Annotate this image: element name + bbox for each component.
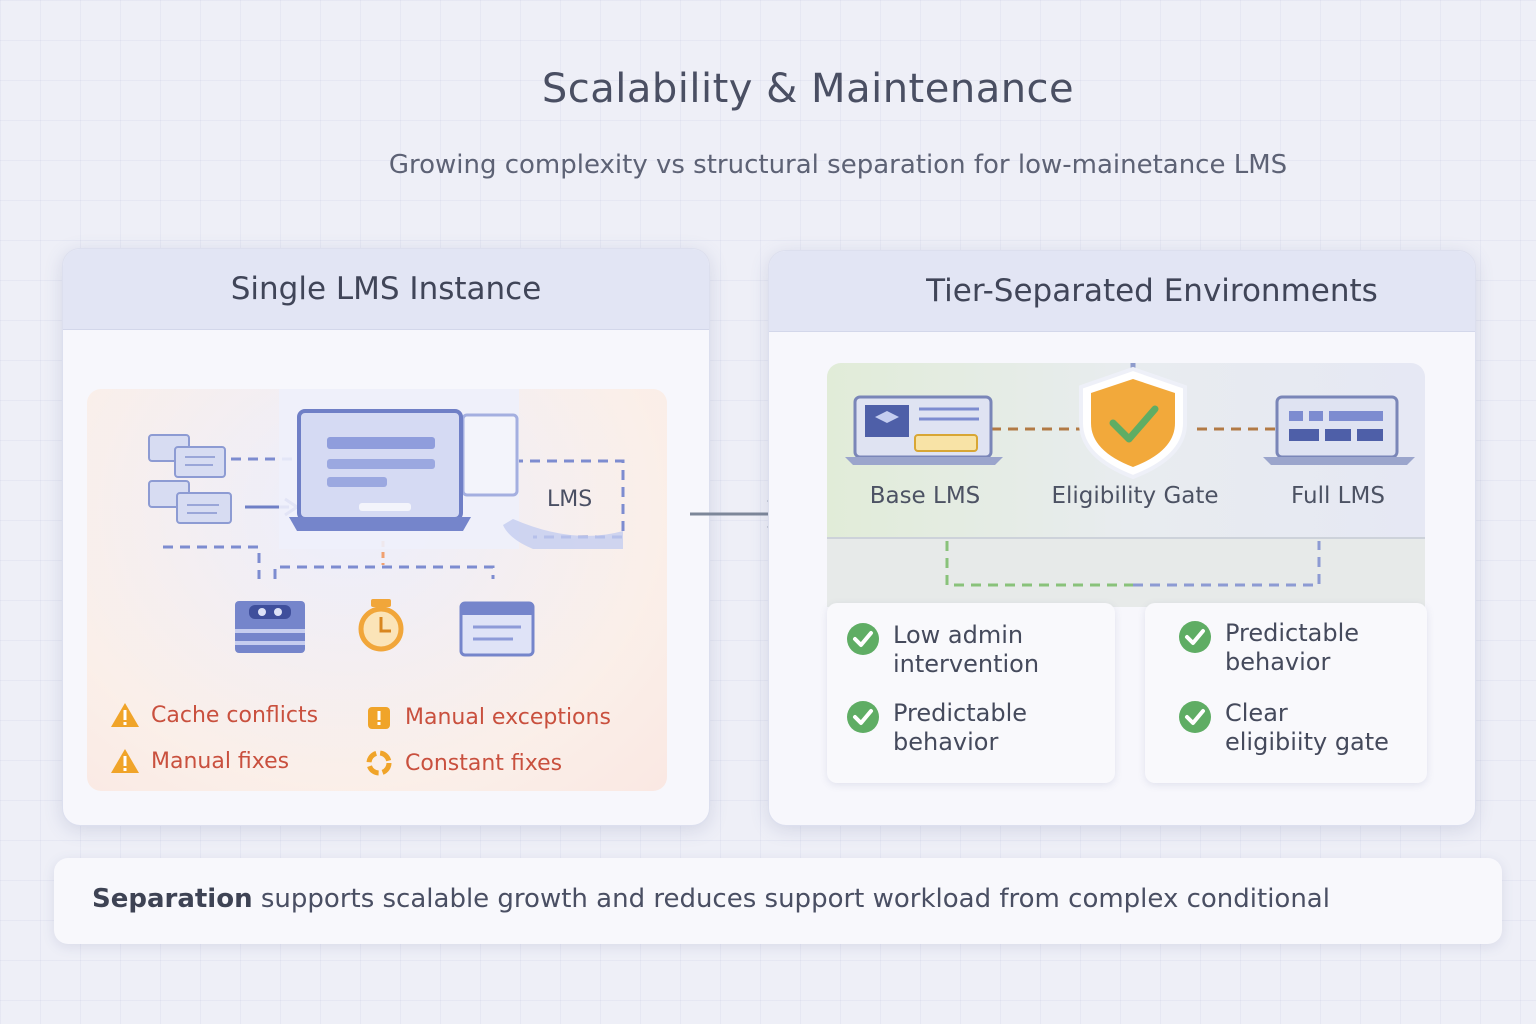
warning-icon: [111, 749, 139, 773]
issue-cache-conflicts: Cache conflicts: [109, 701, 318, 729]
shield-check-icon: [1079, 366, 1187, 480]
node-label-full-lms: Full LMS: [1291, 483, 1385, 509]
issue-constant-fixes: Constant fixes: [363, 749, 562, 777]
node-label-base-lms: Base LMS: [869, 483, 981, 509]
panel-header: Tier-Separated Environments: [769, 251, 1475, 332]
page-subtitle: Growing complexity vs structural separat…: [388, 150, 1288, 180]
check-circle-icon: [1179, 621, 1211, 653]
benefit-item: Predictable behavior: [845, 699, 1027, 757]
browser-window-icon: [459, 601, 535, 657]
warning-icon: [111, 703, 139, 727]
summary-emphasis: Separation: [92, 884, 253, 914]
single-lms-panel: Single LMS Instance: [62, 248, 710, 826]
monitor-icon: [279, 389, 623, 549]
issue-manual-exceptions: Manual exceptions: [363, 703, 611, 731]
benefit-item: Low admin intervention: [845, 621, 1039, 679]
summary-footer: Separation supports scalable growth and …: [54, 858, 1502, 944]
summary-body: supports scalable growth and reduces sup…: [252, 884, 1330, 914]
summary-text: Separation supports scalable growth and …: [92, 884, 1330, 914]
issue-label: Manual exceptions: [405, 704, 611, 730]
panel-title: Tier-Separated Environments: [926, 273, 1378, 309]
benefit-item: Clear eligibiity gate: [1177, 699, 1389, 757]
document-stack-icon: [148, 434, 232, 524]
tier-flow-diagram: [845, 363, 1415, 587]
panel-title: Single LMS Instance: [230, 271, 542, 307]
benefit-text: Low admin intervention: [893, 621, 1040, 678]
issue-label: Manual fixes: [151, 748, 290, 774]
benefit-text: Predictable behavior: [893, 699, 1028, 756]
check-circle-icon: [847, 623, 879, 655]
issue-label: Constant fixes: [405, 750, 563, 776]
panel-header: Single LMS Instance: [63, 249, 709, 330]
tier-separated-panel: Tier-Separated Environments: [768, 250, 1476, 826]
node-label-eligibility-gate: Eligibility Gate: [1051, 483, 1219, 509]
laptop-icon: [845, 395, 1003, 465]
check-circle-icon: [1179, 701, 1211, 733]
benefit-item: Predictable behavior: [1177, 619, 1359, 677]
check-circle-icon: [847, 701, 879, 733]
page-title: Scalability & Maintenance: [541, 66, 1075, 112]
stopwatch-icon: [358, 599, 404, 652]
benefit-text: Clear eligibiity gate: [1225, 699, 1389, 756]
benefit-text: Predictable behavior: [1225, 619, 1360, 676]
issue-manual-fixes: Manual fixes: [109, 747, 289, 775]
lms-label: LMS: [547, 487, 593, 512]
issue-label: Cache conflicts: [151, 702, 319, 728]
laptop-icon: [1263, 395, 1415, 465]
server-icon: [235, 601, 305, 653]
single-lms-diagram: [148, 389, 625, 657]
lock-warning-icon: [368, 707, 390, 729]
cycle-icon: [366, 750, 392, 776]
tier-connector-zone: [827, 537, 1425, 607]
